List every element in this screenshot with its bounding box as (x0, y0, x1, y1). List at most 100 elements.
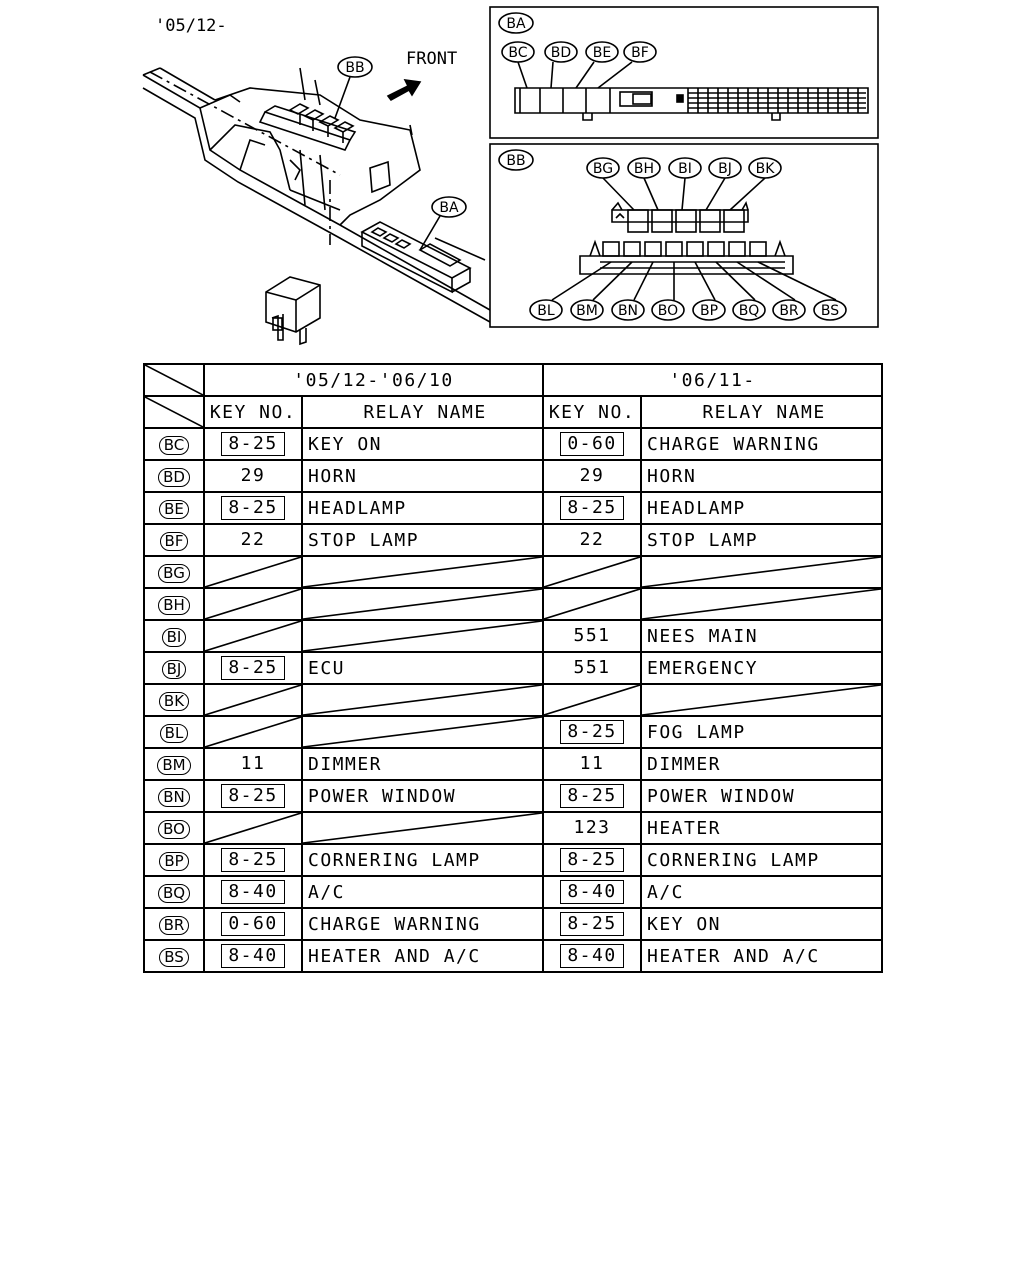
relay-name-cell-period-2: KEY ON (640, 907, 883, 941)
relay-id-badge: BJ (161, 659, 187, 679)
key-no-value: 22 (240, 529, 266, 550)
key-no-value: 8-40 (221, 880, 285, 904)
key-no-value: 8-40 (560, 880, 624, 904)
relay-id-badge: BI (161, 627, 187, 647)
relay-id-badge: BP (159, 851, 189, 871)
relay-id-badge: BR (158, 915, 190, 935)
key-no-value: 8-40 (221, 944, 285, 968)
key-no-cell-period-2: 8-25 (542, 843, 642, 877)
key-no-cell-period-2 (542, 683, 642, 717)
relay-name-value: CHARGE WARNING (308, 913, 481, 935)
key-no-value: 8-25 (560, 912, 624, 936)
relay-name-cell-period-1: A/C (301, 875, 544, 909)
svg-text:BO: BO (658, 303, 678, 319)
table-row: BI 551 NEES MAIN (143, 619, 883, 653)
callout-bb-label: BB (345, 60, 364, 76)
relay-name-cell-period-2: HEADLAMP (640, 491, 883, 525)
relay-name-value: HORN (308, 465, 358, 487)
key-no-value: 8-25 (221, 496, 285, 520)
relay-bubble-bj: BJ (705, 157, 742, 211)
key-no-cell-period-1: 8-25 (203, 491, 303, 525)
key-no-value: 8-25 (221, 848, 285, 872)
svg-text:BG: BG (593, 161, 613, 177)
relay-name-header: RELAY NAME (640, 395, 883, 429)
box-ba-title: BA (506, 16, 526, 32)
relay-bubble-bi: BI (668, 157, 702, 211)
relay-bubble-bm: BM (570, 261, 633, 321)
key-no-cell-period-2: 8-25 (542, 779, 642, 813)
relay-unit-icon (265, 276, 321, 346)
relay-name-cell-period-2: FOG LAMP (640, 715, 883, 749)
relay-bubble-be: BE (575, 41, 619, 89)
svg-text:BP: BP (700, 303, 718, 319)
relay-name-value: HEATER AND A/C (647, 945, 820, 967)
key-no-header: KEY NO. (203, 395, 303, 429)
relay-bubble-bc: BC (501, 41, 535, 89)
relay-name-cell-period-2 (640, 683, 883, 717)
relay-id-cell: BM (143, 747, 205, 781)
table-row: BK (143, 683, 883, 717)
key-no-cell-period-2: 22 (542, 523, 642, 557)
key-no-cell-period-1: 0-60 (203, 907, 303, 941)
key-no-value: 8-25 (560, 720, 624, 744)
key-no-cell-period-2: 8-40 (542, 939, 642, 973)
relay-name-cell-period-1 (301, 683, 544, 717)
relay-name-cell-period-1 (301, 715, 544, 749)
relay-bubble-bh: BH (627, 157, 661, 211)
relay-id-cell: BF (143, 523, 205, 557)
relay-name-cell-period-2: STOP LAMP (640, 523, 883, 557)
relay-id-cell: BC (143, 427, 205, 461)
relay-name-cell-period-1 (301, 555, 544, 589)
relay-id-cell: BR (143, 907, 205, 941)
table-header-period-row: '05/12-'06/10 '06/11- (143, 363, 883, 397)
key-no-value: 8-25 (560, 848, 624, 872)
relay-id-badge: BC (158, 435, 190, 455)
svg-text:BK: BK (756, 161, 776, 177)
relay-name-cell-period-2: POWER WINDOW (640, 779, 883, 813)
key-no-cell-period-2: 8-40 (542, 875, 642, 909)
key-no-cell-period-2 (542, 587, 642, 621)
relay-name-cell-period-2: NEES MAIN (640, 619, 883, 653)
table-row: BQ 8-40 A/C 8-40 A/C (143, 875, 883, 909)
relay-name-cell-period-2 (640, 587, 883, 621)
relay-id-badge: BQ (157, 883, 191, 903)
front-arrow-icon (386, 79, 422, 102)
relay-name-cell-period-1: DIMMER (301, 747, 544, 781)
callout-ba-label: BA (439, 200, 459, 216)
relay-id-cell: BJ (143, 651, 205, 685)
key-no-value: 29 (579, 465, 605, 486)
relay-name-value: STOP LAMP (308, 529, 420, 551)
relay-id-cell: BE (143, 491, 205, 525)
relay-bubble-bk: BK (729, 157, 782, 211)
relay-id-cell: BL (143, 715, 205, 749)
svg-text:BR: BR (779, 303, 799, 319)
key-no-cell-period-1: 8-40 (203, 875, 303, 909)
relay-id-cell: BO (143, 811, 205, 845)
key-no-cell-period-1 (203, 683, 303, 717)
key-no-value: 551 (573, 625, 611, 646)
svg-text:BI: BI (678, 161, 692, 177)
key-no-cell-period-1 (203, 619, 303, 653)
relay-name-value: ECU (308, 657, 346, 679)
relay-name-value: POWER WINDOW (647, 785, 796, 807)
relay-name-value: HEADLAMP (647, 497, 746, 519)
relay-name-value: A/C (647, 881, 685, 903)
key-no-cell-period-1: 8-25 (203, 779, 303, 813)
relay-id-badge: BK (158, 691, 190, 711)
relay-name-cell-period-1: POWER WINDOW (301, 779, 544, 813)
relay-name-cell-period-1: HORN (301, 459, 544, 493)
relay-bubble-bn: BN (611, 261, 654, 321)
key-no-cell-period-2: 551 (542, 619, 642, 653)
relay-name-cell-period-2: DIMMER (640, 747, 883, 781)
relay-table: '05/12-'06/10 '06/11- KEY NO. RELAY NAME… (143, 363, 883, 973)
relay-name-value: A/C (308, 881, 346, 903)
key-no-cell-period-2: 551 (542, 651, 642, 685)
key-no-cell-period-2: 123 (542, 811, 642, 845)
relay-name-value: HORN (647, 465, 697, 487)
key-no-value: 551 (573, 657, 611, 678)
key-no-value: 8-25 (221, 784, 285, 808)
